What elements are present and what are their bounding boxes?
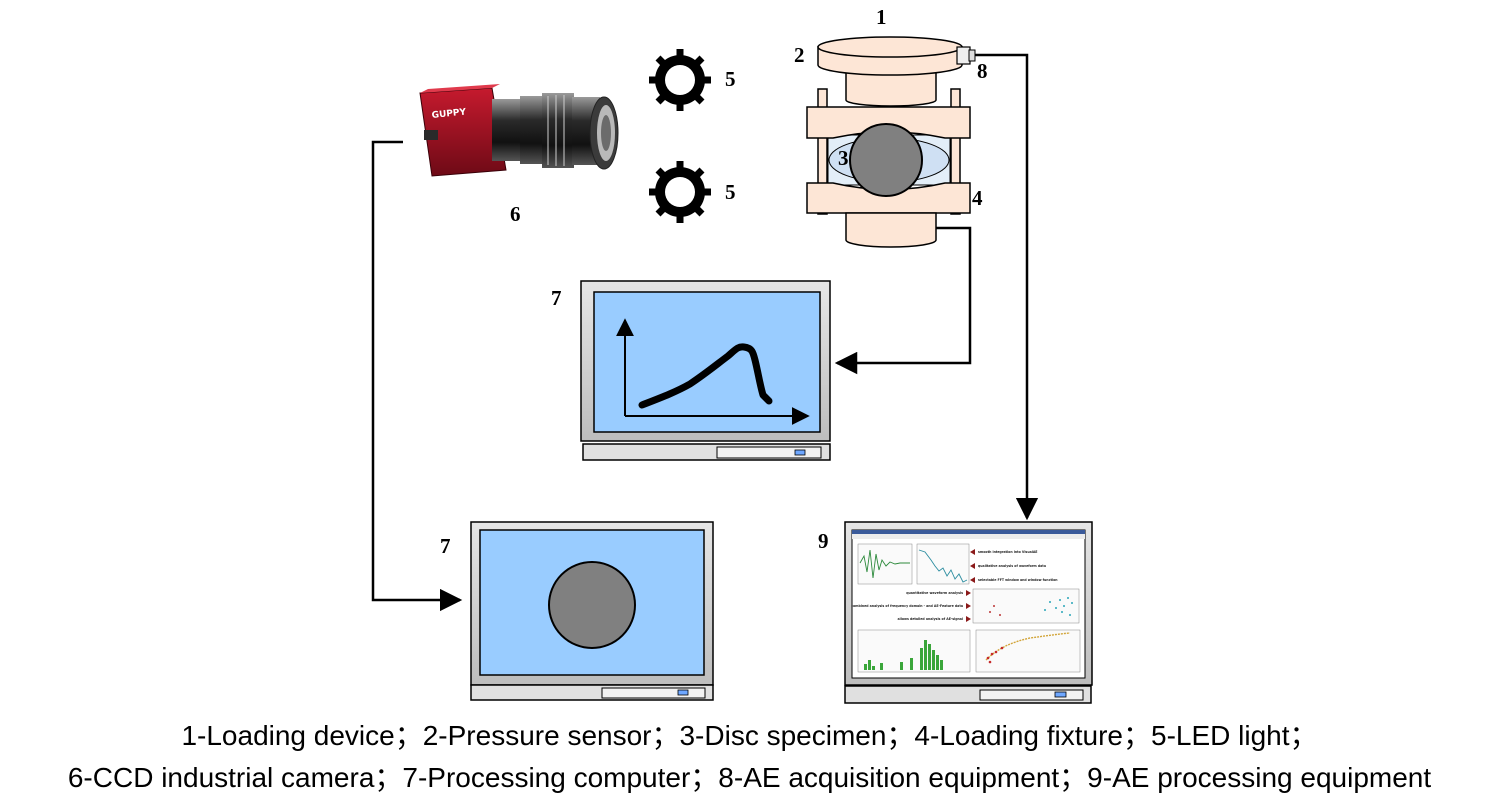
camera-lens [492, 93, 619, 170]
legend-line-2: 6-CCD industrial camera；7-Processing com… [67, 762, 1432, 793]
annotation-4: quantitative waveform analysis [906, 591, 963, 595]
processing-computer-image [470, 521, 714, 701]
annotation-2: qualitative analysis of waveform data [978, 564, 1046, 568]
legend-line-1: 1-Loading device；2-Pressure sensor；3-Dis… [181, 720, 1318, 751]
specimen-image [548, 561, 636, 649]
monitor-screen [593, 291, 821, 433]
lower-load-block [845, 212, 937, 248]
ae-software-screen: smooth integration into VisualAE qualita… [851, 529, 1086, 679]
label-processing-computer-curve: 7 [551, 286, 562, 310]
label-processing-computer-image: 7 [440, 534, 451, 558]
load-curve [638, 343, 773, 409]
processing-computer-curve [580, 280, 831, 461]
label-loading-fixture: 4 [972, 186, 983, 210]
connector-load-to-computer [834, 226, 972, 375]
label-led-light-top: 5 [725, 67, 736, 91]
annotation-5: combined analysis of frequency domain - … [851, 604, 963, 608]
connector-ae-sensor-to-processor [975, 53, 1039, 521]
label-disc-specimen: 3 [838, 146, 849, 170]
connector-camera-to-computer [371, 140, 463, 612]
annotation-6: allows detailed analysis of AE-signal [897, 617, 963, 621]
camera-brand: GUPPY [431, 107, 467, 121]
label-pressure-sensor: 2 [794, 43, 805, 67]
annotation-3: selectable FFT window and window functio… [978, 578, 1058, 582]
ae-sensor [956, 46, 971, 65]
led-light-top [649, 49, 711, 111]
label-loading-device: 1 [876, 5, 887, 29]
right-guide-post [950, 88, 961, 215]
label-ccd-camera: 6 [510, 202, 521, 226]
left-guide-post [817, 88, 828, 215]
label-ae-processing: 9 [818, 529, 829, 553]
ccd-camera: GUPPY [419, 84, 619, 177]
ae-processing-computer: smooth integration into VisualAE qualita… [844, 521, 1093, 704]
ae-sensor-cap [968, 49, 976, 62]
annotation-1: smooth integration into VisualAE [978, 550, 1037, 554]
loading-device [806, 36, 976, 248]
label-ae-acquisition: 8 [977, 59, 988, 83]
label-led-light-bottom: 5 [725, 180, 736, 204]
disc-specimen [849, 123, 923, 197]
led-light-bottom [649, 161, 711, 223]
top-platen-face [817, 36, 963, 58]
